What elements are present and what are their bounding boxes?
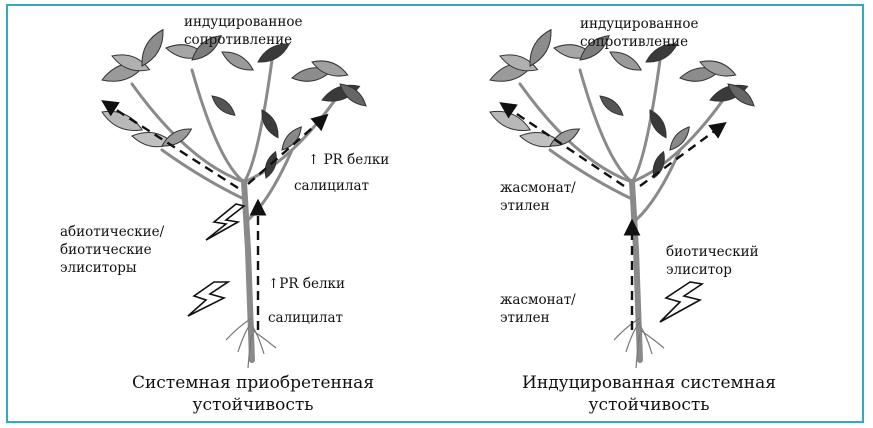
right-elicitor-label-2: элиситор — [666, 262, 732, 279]
right-jasmonate-upper-label-2: этилен — [500, 198, 550, 215]
left-caption-line-2: устойчивость — [98, 395, 408, 416]
left-pr-proteins-lower-label: ↑PR белки — [268, 276, 345, 293]
leaf — [222, 52, 253, 70]
left-elicitor-label-2: биотические — [60, 242, 152, 259]
left-salicylate-upper-label: салицилат — [294, 178, 369, 195]
leaf — [650, 110, 666, 138]
right-elicitor-label-1: биотический — [666, 244, 759, 261]
lightning-icon-left-upper — [206, 204, 244, 240]
root — [252, 330, 276, 348]
leaf — [610, 52, 641, 70]
right-jasmonate-lower-label-1: жасмонат/ — [500, 292, 576, 309]
lightning-icon-right — [660, 282, 702, 322]
leaf — [490, 111, 530, 130]
leaf — [212, 96, 235, 115]
leaf — [262, 110, 278, 138]
leaf — [530, 30, 551, 66]
leaf — [600, 96, 623, 115]
left-elicitor-label-3: элиситоры — [60, 260, 137, 277]
right-induced-resistance-label-1: индуцированное — [580, 16, 698, 33]
left-salicylate-lower-label: салицилат — [268, 310, 343, 327]
leaf — [265, 152, 276, 178]
lightning-icon-left-lower — [188, 282, 228, 316]
branch — [192, 70, 244, 182]
right-induced-resistance-label-2: сопротивление — [580, 34, 688, 51]
branch — [580, 70, 632, 182]
leaf — [142, 30, 163, 66]
right-jasmonate-lower-label-2: этилен — [500, 310, 550, 327]
left-induced-resistance-label-1: индуцированное — [184, 14, 302, 31]
right-caption-line-2: устойчивость — [484, 395, 814, 416]
left-elicitor-label-1: абиотические/ — [60, 224, 164, 241]
left-pr-proteins-upper-label: ↑ PR белки — [308, 152, 389, 169]
right-jasmonate-upper-label-1: жасмонат/ — [500, 180, 576, 197]
branch — [162, 150, 246, 200]
left-caption-line-1: Системная приобретенная — [98, 373, 408, 394]
right-caption-line-1: Индуцированная системная — [484, 373, 814, 394]
root — [640, 330, 664, 348]
leaf — [670, 127, 689, 150]
left-induced-resistance-label-2: сопротивление — [184, 32, 292, 49]
